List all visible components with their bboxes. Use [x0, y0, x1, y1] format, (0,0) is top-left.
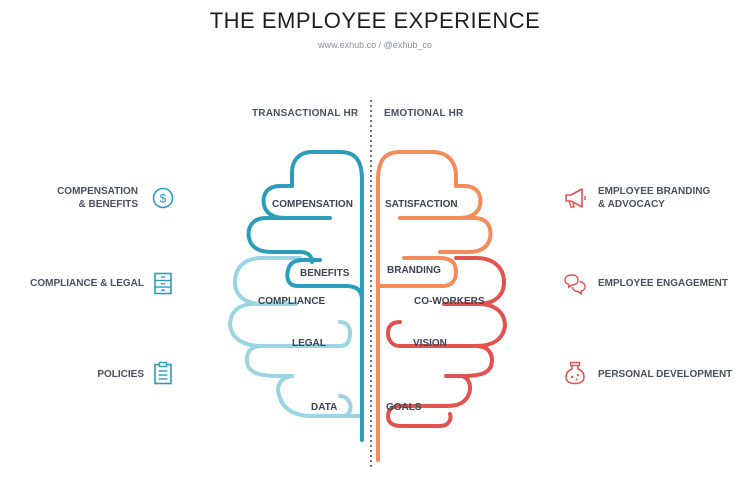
clipboard-icon — [154, 361, 172, 385]
page-title: THE EMPLOYEE EXPERIENCE — [209, 8, 541, 33]
brain-label-coworkers: CO-WORKERS — [414, 296, 485, 307]
right-upper-lobes — [376, 150, 493, 462]
side-label-compensation-benefits: COMPENSATION & BENEFITS — [57, 186, 138, 210]
brain-label-data: DATA — [311, 402, 338, 413]
brain-label-compliance: COMPLIANCE — [258, 296, 326, 307]
side-label-employee-branding: EMPLOYEE BRANDING & ADVOCACY — [598, 186, 711, 210]
page-subtitle: www.exhub.co / @exhub_co — [318, 40, 432, 50]
right-lower-lobes — [385, 256, 508, 428]
brain-label-compensation: COMPENSATION — [272, 199, 353, 210]
brain-label-legal: LEGAL — [292, 338, 326, 349]
dollar-icon: $ — [152, 187, 174, 209]
svg-text:$: $ — [160, 192, 167, 206]
flask-icon — [565, 361, 585, 385]
header-emotional-hr: EMOTIONAL HR — [384, 108, 464, 119]
cabinet-icon — [154, 272, 172, 295]
megaphone-icon — [565, 188, 586, 208]
brain-label-vision: VISION — [413, 338, 447, 349]
brain-label-goals: GOALS — [386, 402, 422, 413]
brain-label-satisfaction: SATISFACTION — [385, 199, 458, 210]
brain-label-branding: BRANDING — [387, 265, 441, 276]
brain-label-benefits: BENEFITS — [300, 268, 350, 279]
side-label-policies: POLICIES — [97, 369, 144, 380]
chat-bubbles-icon — [564, 274, 586, 295]
side-label-compliance-legal: COMPLIANCE & LEGAL — [30, 278, 144, 289]
side-label-personal-development: PERSONAL DEVELOPMENT — [598, 369, 733, 380]
left-upper-lobes — [246, 150, 364, 442]
left-lower-lobes — [227, 256, 364, 418]
side-label-employee-engagement: EMPLOYEE ENGAGEMENT — [598, 278, 729, 289]
header-transactional-hr: TRANSACTIONAL HR — [252, 108, 359, 119]
